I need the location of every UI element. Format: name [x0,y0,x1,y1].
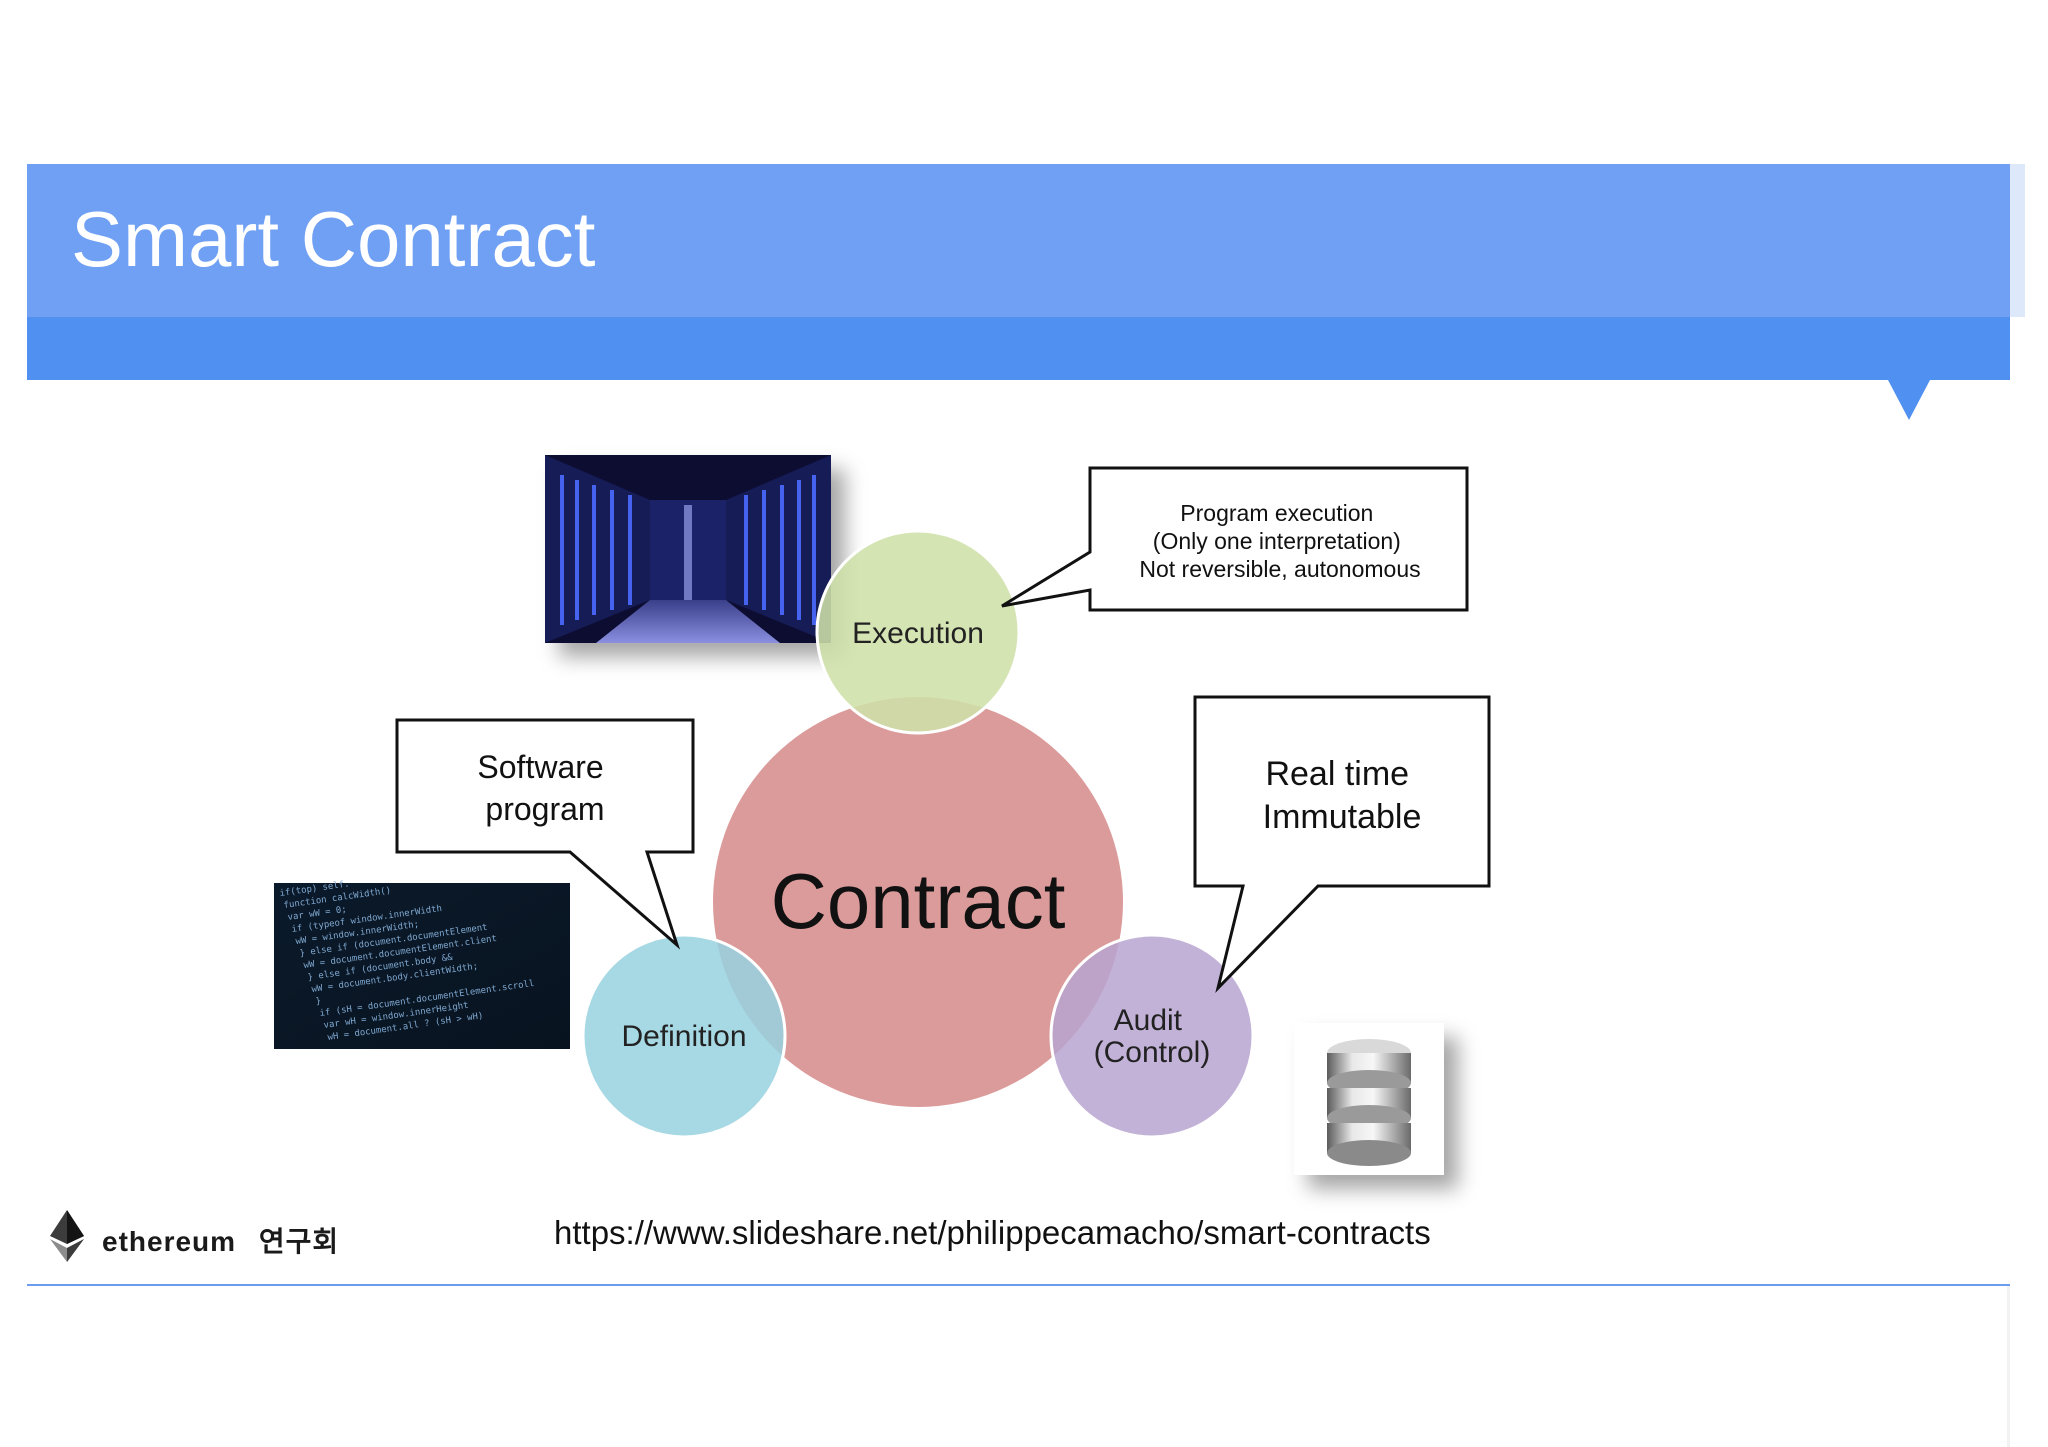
brand-name: ethereum 연구회 [102,1220,339,1260]
contract-circle [713,697,1123,1107]
code-line: } [315,996,322,1007]
source-link[interactable]: https://www.slideshare.net/philippecamac… [554,1214,1431,1251]
callout-line: Immutable [1263,798,1422,836]
definition-label: Definition [621,1020,746,1053]
brand-word: ethereum [102,1226,237,1257]
callout-line: Not reversible, autonomous [1139,556,1420,582]
audit-label-line: Audit [1114,1004,1183,1037]
title-pointer-icon [1888,380,1930,420]
callout-line: Real time [1265,755,1409,793]
audit-label-line: (Control) [1094,1036,1211,1069]
callout-line: program [485,791,604,827]
execution-callout: Program execution (Only one interpretati… [1001,466,1469,612]
callout-line: Software [477,749,603,785]
svg-text:Real time Immutable: Real time Immutable [1263,755,1422,836]
svg-text:Software program: Software program [477,749,612,827]
callout-line: Program execution [1180,500,1373,526]
execution-label: Execution [852,617,984,650]
title-bar-edge [2010,164,2025,317]
database-icon [1294,1023,1444,1175]
server-corridor-image [545,455,831,643]
slide-title: Smart Contract [71,195,596,283]
contract-label: Contract [771,857,1066,945]
audit-label: Audit (Control) [1094,1004,1211,1069]
title-bar-strip [27,317,2010,380]
slide-edge [2007,1286,2010,1447]
definition-circle [581,933,787,1139]
svg-text:Program execution (Only: Program execution (Only one interpretati… [1139,500,1420,582]
brand-suffix: 연구회 [258,1226,340,1257]
definition-callout: Software program [395,718,695,950]
title-bar [27,164,2010,317]
ethereum-diamond-icon [50,1210,84,1262]
footer-divider [27,1284,2010,1286]
audit-circle [1049,933,1255,1139]
source-code-image: if(top) self.function calcWidth() var wW… [274,879,570,1049]
audit-callout: Real time Immutable [1193,695,1491,993]
execution-circle [815,529,1021,735]
callout-line: (Only one interpretation) [1153,528,1401,554]
